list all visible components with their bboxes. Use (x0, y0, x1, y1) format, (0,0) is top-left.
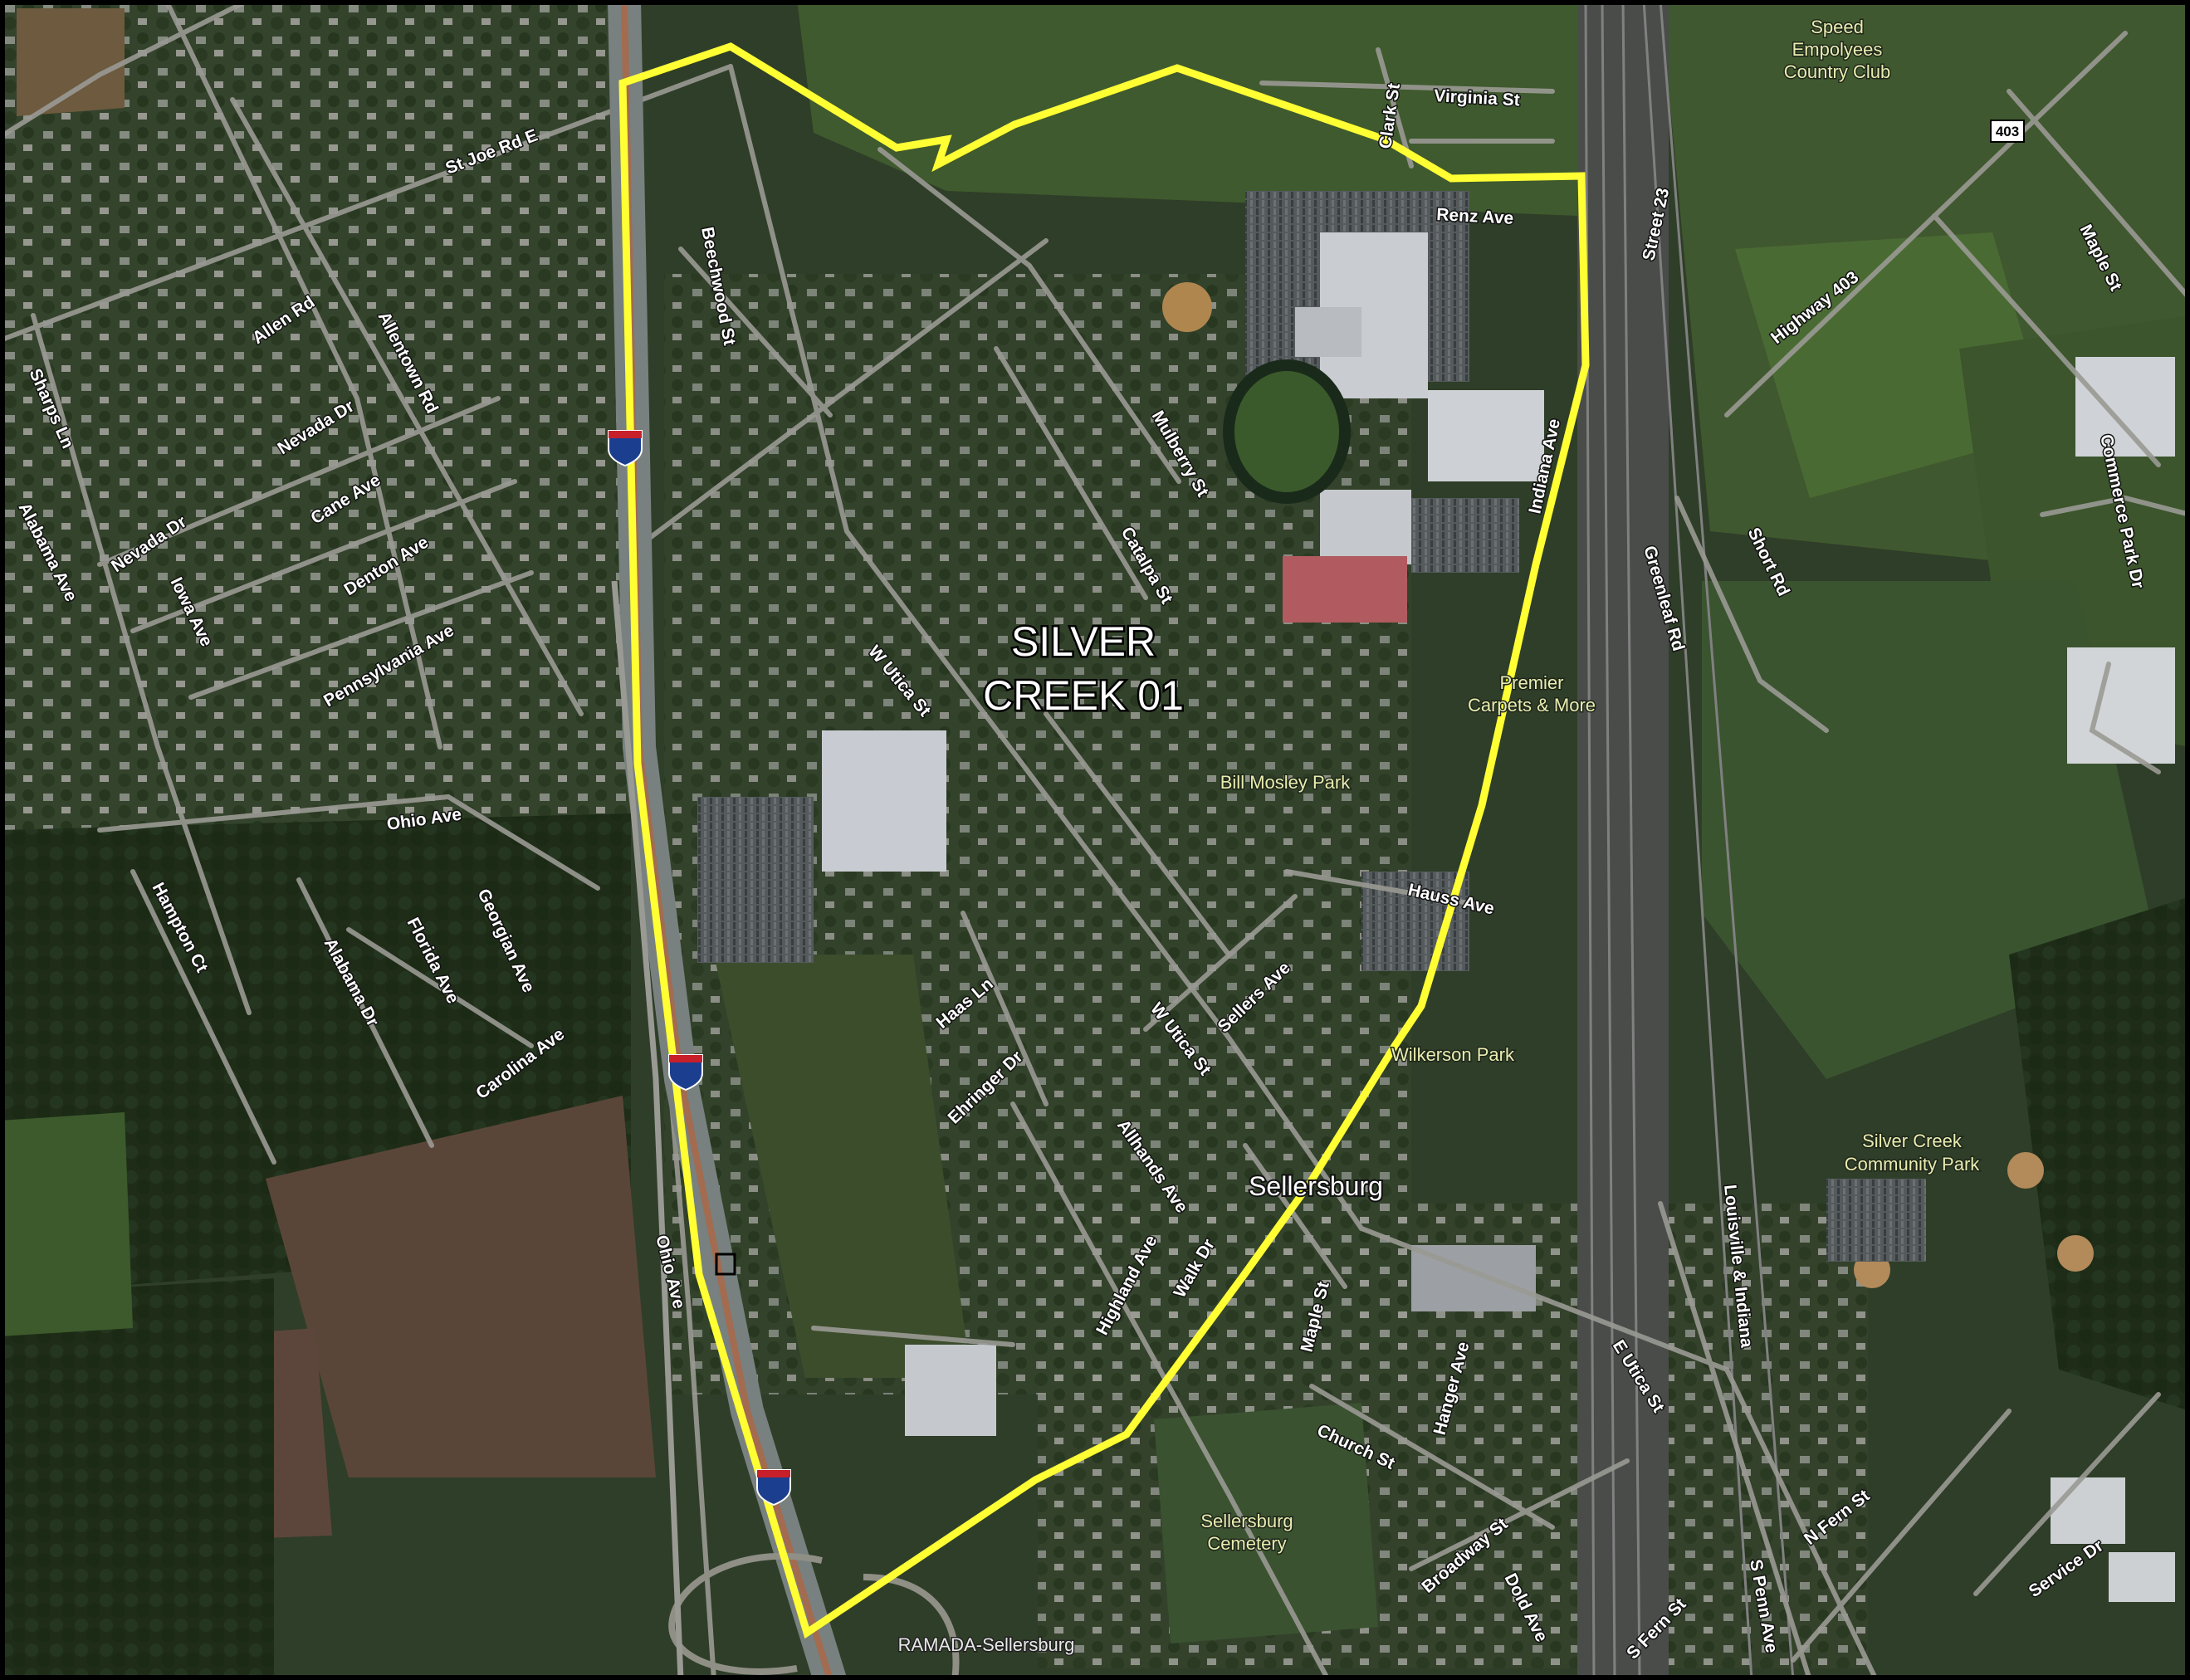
ball-diamond-north (1162, 282, 1212, 332)
town-label: Sellersburg (1249, 1171, 1383, 1201)
premier-label-2: Carpets & More (1468, 695, 1596, 715)
field-between-highways (714, 955, 971, 1378)
field-sw-green (0, 1112, 133, 1336)
warehouse-south (905, 1345, 996, 1436)
school-building-2 (1295, 307, 1361, 357)
farm-field-brown (266, 1096, 656, 1477)
industrial-building (822, 730, 946, 872)
ball-diamond-2 (2057, 1235, 2094, 1272)
forest-southwest (0, 1278, 274, 1680)
parking-community-park (1826, 1179, 1926, 1262)
district-boundary (618, 42, 1590, 1639)
rail-lines (1584, 0, 1795, 1680)
wilkerson-park-label: Wilkerson Park (1391, 1044, 1515, 1065)
country-club-label-3: Country Club (1784, 61, 1890, 82)
street-label: Virginia St (1434, 86, 1521, 110)
school-building-3 (1428, 390, 1544, 481)
building-east-1 (2075, 357, 2175, 457)
country-club-label-2: Empolyees (1792, 39, 1883, 60)
parking-lot-school-2 (1411, 498, 1519, 573)
parking-industrial (697, 797, 814, 963)
interstate-shield-icon (608, 430, 643, 467)
district-label: SILVER CREEK 01 (981, 617, 1186, 721)
district-label-line-1: SILVER (1011, 618, 1156, 665)
highway-marker-icon (715, 1253, 736, 1276)
building-east-2 (2067, 647, 2175, 764)
ohio-ave-road (611, 580, 684, 1680)
tennis-courts (1283, 556, 1407, 623)
cemetery-label-1: Sellersburg (1200, 1511, 1293, 1531)
building-se-1 (2051, 1477, 2125, 1544)
poi-labels: Speed Empolyees Country Club Premier Car… (897, 16, 1982, 1657)
bill-mosley-park-label: Bill Mosley Park (1220, 772, 1351, 793)
field-north (797, 0, 1577, 216)
interchange-ramp (668, 1552, 823, 1675)
community-park-label-1: Silver Creek (1862, 1131, 1963, 1151)
state-route-number: 403 (1996, 124, 2019, 139)
street-label: Renz Ave (1436, 205, 1514, 228)
district-label-line-2: CREEK 01 (983, 672, 1184, 719)
field-west-top (17, 8, 125, 116)
community-park-label-2: Community Park (1845, 1154, 1981, 1175)
forest-east (2009, 896, 2190, 1411)
ramada-label: RAMADA-Sellersburg (898, 1634, 1075, 1655)
country-club-label-1: Speed (1811, 17, 1864, 37)
ball-diamond-1 (2007, 1152, 2044, 1189)
state-route-shield: 403 (1990, 120, 2025, 143)
interstate-shield-icon (668, 1054, 703, 1092)
premier-label-1: Premier (1499, 672, 1563, 693)
building-se-2 (2109, 1552, 2175, 1602)
school-building-4 (1320, 490, 1411, 564)
interstate-shield-icon (756, 1469, 791, 1507)
track-field (1223, 359, 1351, 504)
cemetery-label-2: Cemetery (1207, 1533, 1286, 1554)
